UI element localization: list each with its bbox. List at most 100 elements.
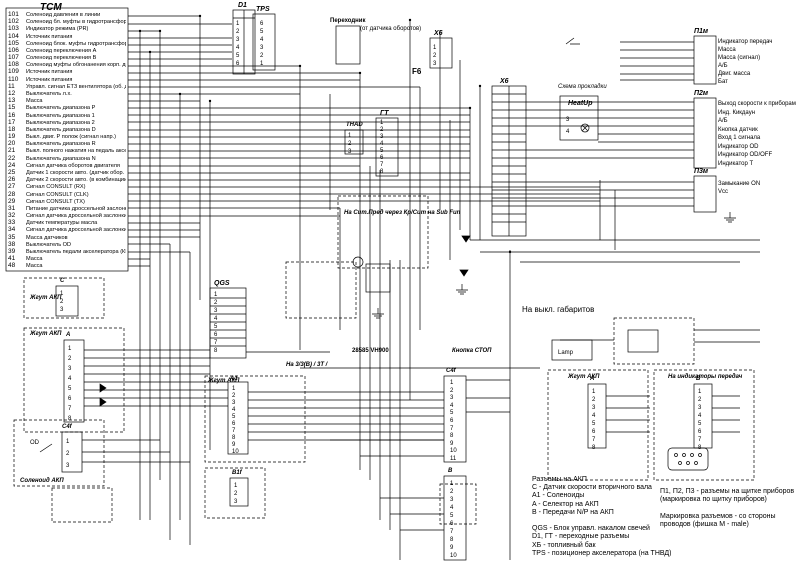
pin-number: 1 xyxy=(66,439,70,445)
diode-1 xyxy=(99,383,107,393)
pin-number: 1 xyxy=(433,45,437,51)
legend-line: Разъемы на АКП xyxy=(532,476,587,483)
gabarit-switch-label: На выкл. габаритов xyxy=(522,305,595,314)
tcm-pin-number: 26 xyxy=(8,176,16,184)
c-connector xyxy=(55,285,79,317)
legend-line: (маркировка по щитку приборов) xyxy=(660,496,767,504)
legend-line: Маркировка разъемов - со стороны xyxy=(660,512,776,520)
pin-number: 7 xyxy=(380,162,384,168)
pin-number: 4 xyxy=(566,129,570,135)
sub-fun-indicator xyxy=(352,256,364,268)
gt-title: ГТ xyxy=(380,110,389,117)
tcm-pin-label: Выкл. двиг. Р полож (сигнал напр.) xyxy=(26,134,117,141)
pin-number: 5 xyxy=(380,148,384,154)
pin-number: 5 xyxy=(260,29,264,35)
pin-number: 2 xyxy=(60,299,64,305)
p2-item: Индикатор T xyxy=(718,160,754,167)
diode-4 xyxy=(459,269,469,277)
relay xyxy=(365,263,391,293)
p2-title: П2м xyxy=(694,90,709,97)
p1-item: А/Б xyxy=(718,63,728,69)
tcm-pin-label: Сигнал CONSULT (RX) xyxy=(26,184,86,191)
tcm-pin-number: 41 xyxy=(8,255,16,263)
pin-number: 2 xyxy=(66,451,70,457)
tcm-pin-number: 39 xyxy=(8,247,16,255)
tcm-pin-label: Масса датчиков xyxy=(26,234,68,241)
pin-number: 3 xyxy=(566,117,570,123)
stop-button-label: Кнопка СТОП xyxy=(452,348,492,354)
b-connector xyxy=(443,475,467,561)
legend-line xyxy=(660,504,794,512)
mid-bottom-box xyxy=(439,483,477,525)
c4f-title: C4f xyxy=(62,424,72,430)
tcm-pin-number: 105 xyxy=(8,39,19,47)
tcm-pin-label: Масса xyxy=(26,263,43,270)
tcm-pin-number: 108 xyxy=(8,61,19,69)
pin-number: 6 xyxy=(236,61,240,67)
b1f-connector xyxy=(229,477,249,507)
tcm-pin-label: Масса xyxy=(26,98,43,105)
pin-number: 3 xyxy=(214,308,218,314)
zhgut-akp-label-2: Жгут АКП xyxy=(30,331,62,337)
a1-connector xyxy=(227,381,249,455)
pin-number: 2 xyxy=(450,387,454,394)
tcm-pin-number: 22 xyxy=(8,154,16,162)
legend-line: A - Селектор на АКП xyxy=(532,500,599,508)
pin-number: 2 xyxy=(380,127,384,133)
pin-number: 4 xyxy=(380,141,384,147)
tcm-pin-label: Источник питания xyxy=(26,33,73,40)
tcm-pin-label: Выключатель л.х. xyxy=(26,90,72,97)
qgs-title: QGS xyxy=(214,280,230,287)
tcm-pin-number: 101 xyxy=(8,11,19,18)
vertical-bus xyxy=(139,16,616,560)
a1-title: A1 xyxy=(230,376,238,382)
p2-outline xyxy=(693,97,717,169)
p1-item: Бат xyxy=(718,79,728,85)
tcm-pin-label: Датчик температуры масла xyxy=(26,220,98,227)
pin-number: 9 xyxy=(450,440,454,447)
legend-line: B - Передачи N/P на АКП xyxy=(532,508,614,516)
c-title: C xyxy=(60,278,65,284)
pin-number: 7 xyxy=(214,340,218,346)
pin-number: 5 xyxy=(68,386,72,392)
legend-line: QGS - Блок управл. накалом свечей xyxy=(532,525,650,533)
tcm-pin-label: Выключатель педали акселератора (КР) xyxy=(26,248,126,255)
pin-number: 3 xyxy=(433,61,437,67)
fan-box xyxy=(613,317,695,365)
tcm-pin-label: Индикатор режима (PR) xyxy=(26,26,89,33)
pin-number: 4 xyxy=(698,413,702,419)
tcm-pin-number: 16 xyxy=(8,111,16,119)
solenoid-akp-box xyxy=(13,419,105,487)
tcm-pin-label: Выключатель диапазона R xyxy=(26,141,96,148)
zhgut-akp-right-box xyxy=(547,369,649,481)
tcm-pin-label: Соленоид давления в линии xyxy=(26,12,101,18)
indicators-label: На индикаторы передач xyxy=(668,374,743,380)
pin-number: 7 xyxy=(450,425,454,432)
tcm-pin-label: Питание датчика дроссельной заслонки xyxy=(26,205,126,212)
b1f-box xyxy=(204,467,266,519)
pin-number: 4 xyxy=(232,407,236,413)
diode-3 xyxy=(461,235,471,243)
pin-number: 10 xyxy=(450,448,457,455)
pin-number: 5 xyxy=(450,513,454,519)
